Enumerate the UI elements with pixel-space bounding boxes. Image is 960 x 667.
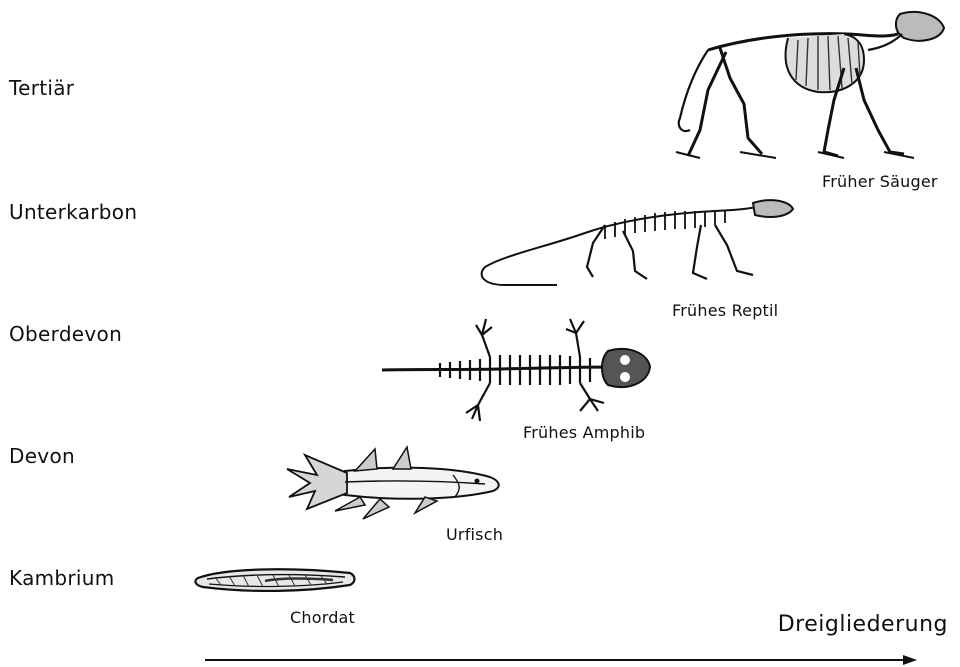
period-label-oberdevon: Oberdevon <box>9 322 122 346</box>
period-label-tertiaer: Tertiär <box>9 76 74 100</box>
organism-label-saeuger: Früher Säuger <box>822 172 938 191</box>
early-reptile-skeleton-illustration <box>475 195 795 290</box>
organism-label-amphib: Frühes Amphib <box>523 423 645 442</box>
organism-label-reptil: Frühes Reptil <box>672 301 778 320</box>
period-label-devon: Devon <box>9 444 75 468</box>
early-fish-illustration <box>285 445 505 525</box>
chordate-illustration <box>195 565 357 597</box>
arrow-label: Dreigliederung <box>778 612 948 637</box>
early-amphibian-skeleton-illustration <box>380 315 652 423</box>
organism-label-chordat: Chordat <box>290 608 355 627</box>
period-label-kambrium: Kambrium <box>9 566 115 590</box>
organism-label-urfisch: Urfisch <box>446 525 503 544</box>
early-mammal-skeleton-illustration <box>668 8 945 163</box>
period-label-unterkarbon: Unterkarbon <box>9 200 137 224</box>
